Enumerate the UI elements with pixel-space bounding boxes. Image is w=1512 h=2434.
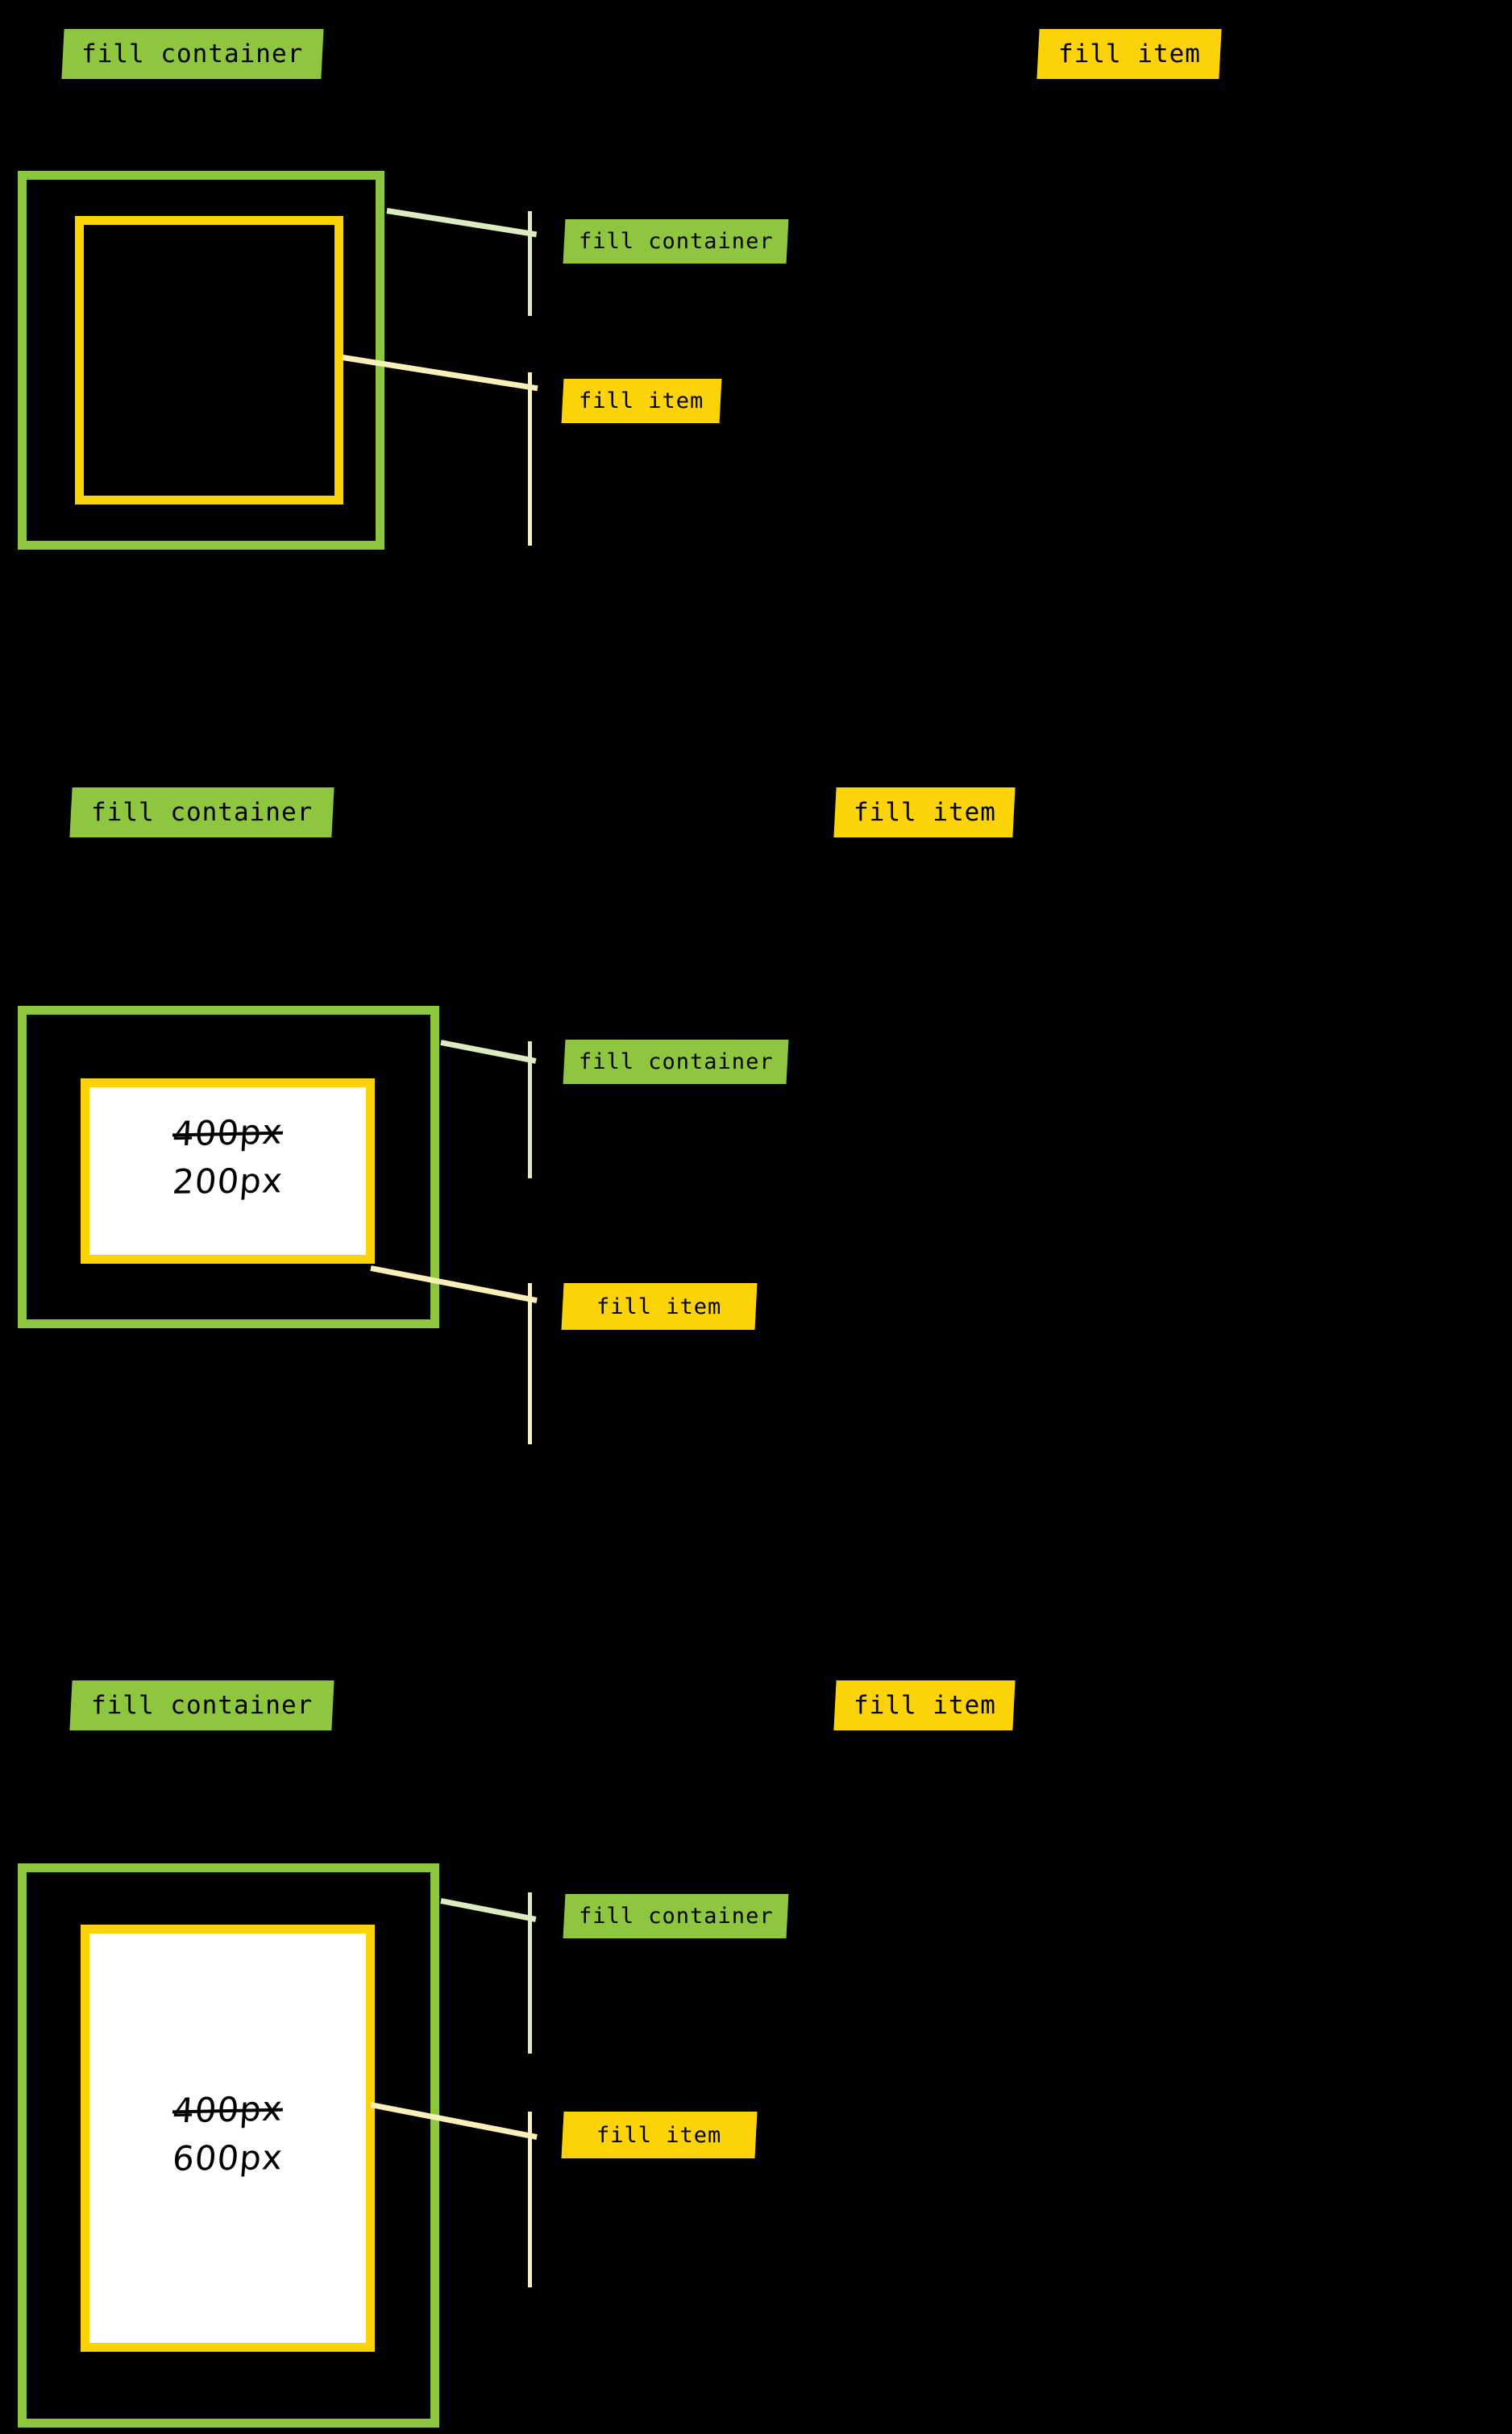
section-3-callout-fill-container: fill container: [563, 1894, 789, 1938]
section-2-heading-item-label: fill item: [853, 798, 996, 827]
section-1-item-leader-vertical: [528, 372, 532, 546]
section-3-heading-container-label: fill container: [90, 1691, 314, 1720]
section-3-item-leader-vertical: [528, 2112, 532, 2287]
section-3-dimension-annotation: 400px 600px: [81, 2089, 375, 2179]
section-3-callout-item-label: fill item: [596, 2122, 722, 2148]
section-3-item-box: [81, 1925, 375, 2352]
section-1-callout-fill-container: fill container: [563, 219, 789, 264]
section-1-heading-fill-item: fill item: [1036, 29, 1222, 79]
section-3-heading-item-label: fill item: [853, 1691, 996, 1720]
section-2-heading-fill-item: fill item: [833, 787, 1016, 837]
section-2-callout-fill-container: fill container: [563, 1040, 789, 1084]
section-3-container-leader-diagonal: [440, 1898, 537, 1922]
section-1-container-leader-vertical: [528, 211, 532, 316]
section-1-heading-item-label: fill item: [1057, 39, 1201, 69]
section-1-heading-fill-container: fill container: [61, 29, 324, 79]
section-3-callout-container-label: fill container: [578, 1904, 774, 1929]
section-3-callout-fill-item: fill item: [561, 2112, 758, 2158]
section-2-container-leader-diagonal: [440, 1040, 537, 1064]
section-2-callout-item-label: fill item: [596, 1294, 722, 1319]
section-2-dimension-new: 200px: [171, 1161, 285, 1202]
section-2-dimension-annotation: 400px 200px: [81, 1111, 375, 1202]
section-3-container-box: [18, 1863, 439, 2428]
section-2-container-leader-vertical: [528, 1041, 532, 1178]
section-2-heading-container-label: fill container: [90, 798, 314, 827]
section-1-heading-container-label: fill container: [81, 39, 304, 69]
section-1-container-leader-diagonal: [386, 208, 538, 238]
section-3-heading-fill-item: fill item: [833, 1680, 1016, 1730]
section-3-container-leader-vertical: [528, 1892, 532, 2054]
section-1-callout-container-label: fill container: [578, 229, 774, 254]
section-2-heading-fill-container: fill container: [69, 787, 334, 837]
section-2-item-box: [81, 1078, 375, 1264]
section-2-dimension-old: 400px: [171, 1111, 285, 1154]
section-2-item-leader-vertical: [528, 1283, 532, 1444]
section-3-heading-fill-container: fill container: [69, 1680, 334, 1730]
section-1-callout-fill-item: fill item: [561, 379, 722, 423]
section-2-callout-container-label: fill container: [578, 1049, 774, 1074]
section-1-callout-item-label: fill item: [579, 388, 704, 413]
section-3-dimension-new: 600px: [171, 2137, 285, 2179]
section-2-callout-fill-item: fill item: [561, 1283, 758, 1330]
section-3-dimension-old: 400px: [171, 2088, 285, 2131]
section-2-container-box: [18, 1006, 439, 1328]
section-1-item-box: [75, 216, 343, 505]
